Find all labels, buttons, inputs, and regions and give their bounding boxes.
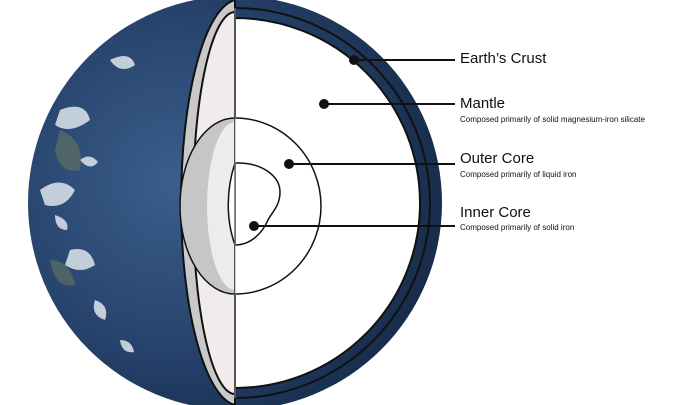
outer-core-label: Outer Core <box>460 150 535 167</box>
inner-core-pointer <box>249 221 455 231</box>
outer-core-description: Composed primarily of liquid iron <box>460 170 577 179</box>
mantle-label: Mantle <box>460 95 506 112</box>
outer-core-inner-face <box>207 122 235 290</box>
crust-outer-edge <box>234 7 431 399</box>
crust-pointer <box>349 55 455 65</box>
mantle-description: Composed primarily of solid magnesium-ir… <box>460 115 645 124</box>
outer-core-section <box>234 117 322 295</box>
inner-core-section <box>234 162 281 246</box>
inner-core-label: Inner Core <box>460 204 531 221</box>
inner-core-description: Composed primarily of solid iron <box>460 223 575 232</box>
outer-core-pointer <box>284 159 455 169</box>
mantle-pointer <box>319 99 455 109</box>
cross-section-disc <box>234 16 421 390</box>
crust-label: Earth’s Crust <box>460 50 547 67</box>
